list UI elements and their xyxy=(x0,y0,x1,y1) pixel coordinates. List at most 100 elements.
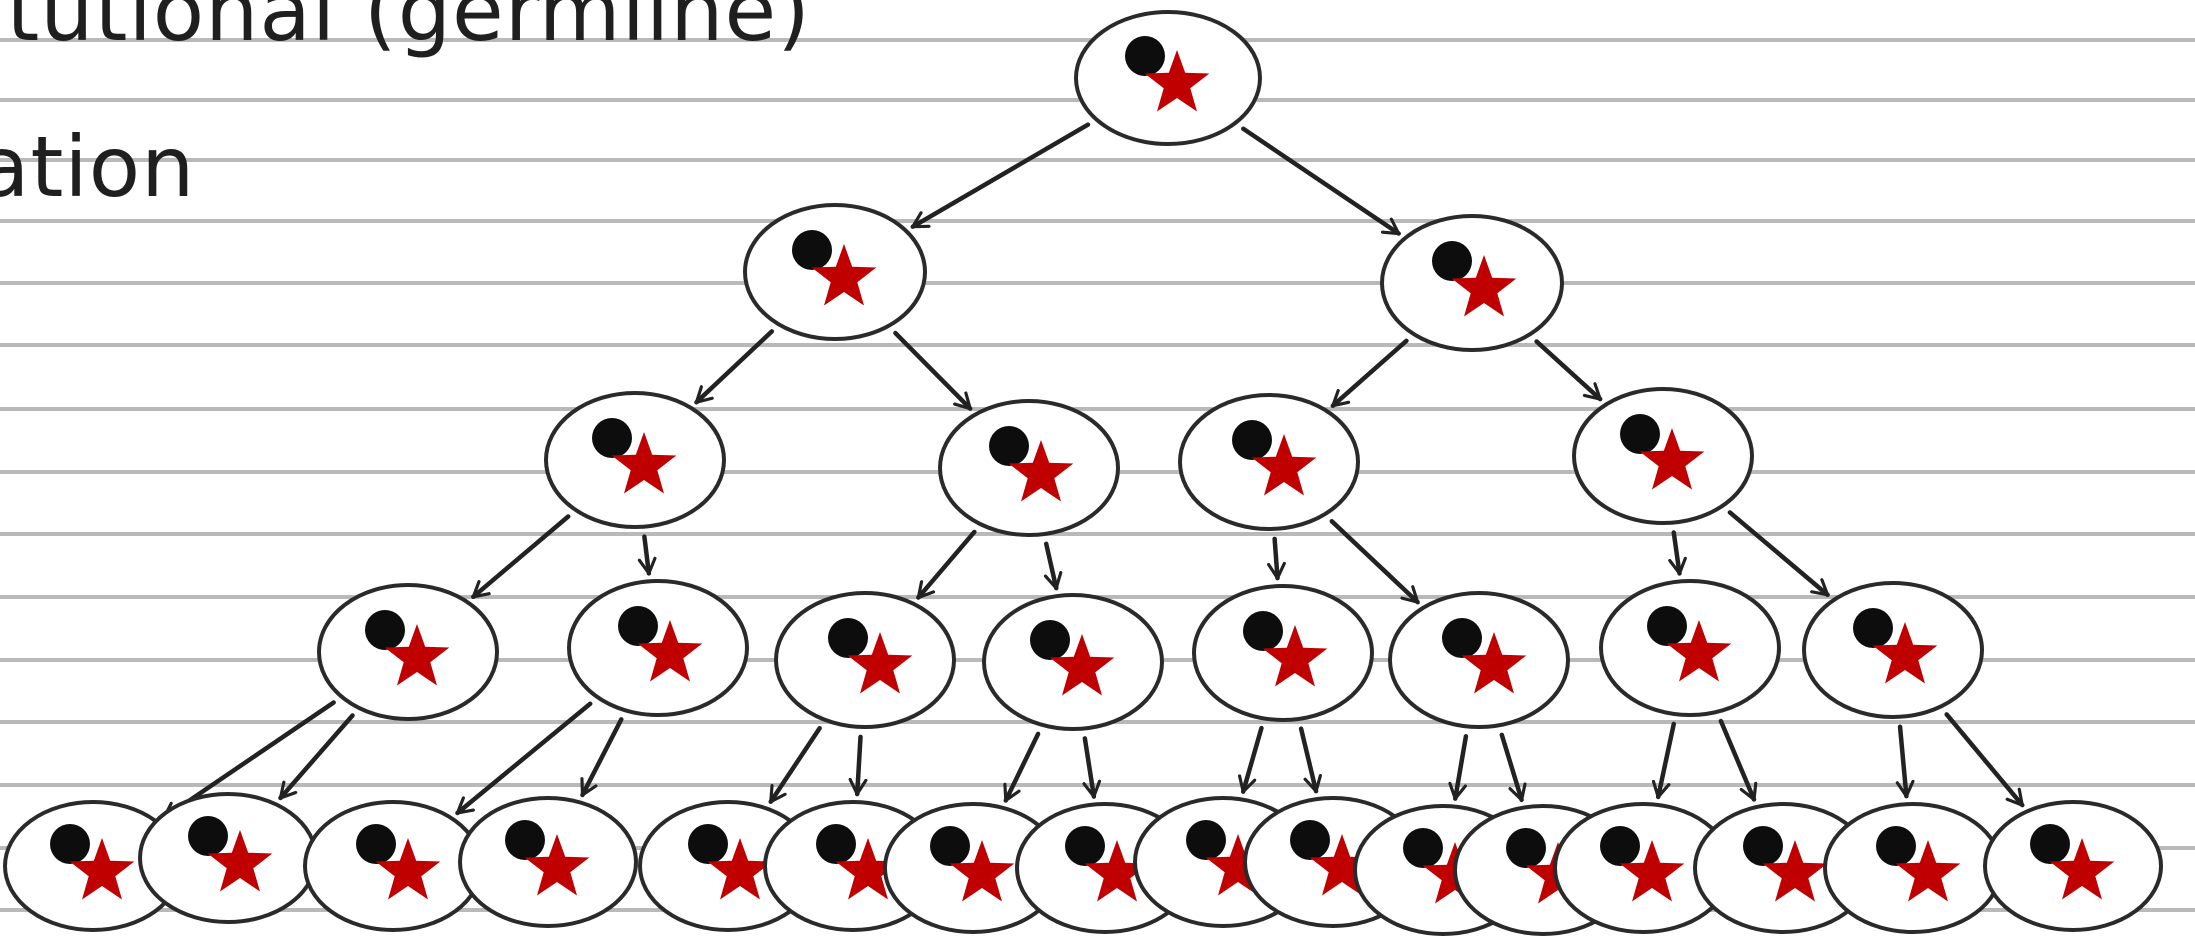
cell xyxy=(1693,802,1873,934)
division-arrow xyxy=(1082,736,1102,799)
chromosome-dot-icon xyxy=(1506,828,1546,868)
cell xyxy=(1380,214,1564,352)
division-arrow xyxy=(1448,734,1469,801)
chromosome-dot-icon xyxy=(930,826,970,866)
mutation-star-icon xyxy=(611,432,677,494)
division-arrow xyxy=(1241,126,1401,236)
chromosome-dot-icon xyxy=(989,426,1029,466)
cell xyxy=(774,591,956,729)
mutation-star-icon xyxy=(1205,834,1271,896)
mutation-star-icon xyxy=(2049,838,2115,900)
heading-line-2: ation xyxy=(0,118,196,216)
division-arrow xyxy=(910,122,1091,229)
chromosome-dot-icon xyxy=(1403,828,1443,868)
cell xyxy=(1192,584,1374,722)
division-arrow xyxy=(916,529,977,600)
division-arrow xyxy=(694,329,775,405)
mutation-star-icon xyxy=(1309,834,1375,896)
cell xyxy=(1178,393,1360,531)
chromosome-dot-icon xyxy=(2030,824,2070,864)
cell xyxy=(938,399,1120,537)
cell xyxy=(458,796,638,928)
chromosome-dot-icon xyxy=(688,824,728,864)
chromosome-dot-icon xyxy=(792,230,832,270)
division-arrow xyxy=(1668,530,1687,576)
mutation-star-icon xyxy=(1762,840,1828,902)
chromosome-dot-icon xyxy=(188,816,228,856)
mutation-star-icon xyxy=(69,838,135,900)
division-arrow xyxy=(893,330,973,411)
mutation-star-icon xyxy=(1639,428,1705,490)
cell xyxy=(982,593,1164,731)
division-arrow xyxy=(1651,721,1677,800)
division-arrow xyxy=(1237,725,1264,794)
division-arrow xyxy=(1329,518,1420,605)
cell xyxy=(1074,10,1262,146)
chromosome-dot-icon xyxy=(1065,826,1105,866)
chromosome-dot-icon xyxy=(365,610,405,650)
mutation-star-icon xyxy=(1084,840,1150,902)
cell xyxy=(1599,579,1781,717)
mutation-star-icon xyxy=(1251,434,1317,496)
chromosome-dot-icon xyxy=(50,824,90,864)
mutation-star-icon xyxy=(375,838,441,900)
division-arrow xyxy=(1003,731,1041,803)
cell xyxy=(303,800,483,932)
mutation-star-icon xyxy=(637,620,703,682)
cell xyxy=(1388,591,1570,729)
chromosome-dot-icon xyxy=(618,606,658,646)
mutation-star-icon xyxy=(1619,840,1685,902)
cell xyxy=(317,583,499,721)
cell xyxy=(1802,581,1984,719)
chromosome-dot-icon xyxy=(1125,36,1165,76)
mutation-star-icon xyxy=(1049,634,1115,696)
chromosome-dot-icon xyxy=(1030,620,1070,660)
cell xyxy=(544,391,726,529)
division-arrow xyxy=(471,514,571,600)
division-arrow xyxy=(1727,510,1830,598)
mutation-star-icon xyxy=(1262,625,1328,687)
chromosome-dot-icon xyxy=(1876,826,1916,866)
division-arrow xyxy=(580,717,624,798)
mutation-star-icon xyxy=(835,838,901,900)
cells xyxy=(3,10,2163,936)
chromosome-dot-icon xyxy=(1600,826,1640,866)
division-arrow xyxy=(1499,732,1527,803)
mutation-star-icon xyxy=(1666,620,1732,682)
division-arrow xyxy=(1534,339,1603,402)
chromosome-dot-icon xyxy=(592,418,632,458)
mutation-star-icon xyxy=(847,632,913,694)
division-arrow xyxy=(1895,724,1915,799)
cell xyxy=(743,203,927,341)
chromosome-dot-icon xyxy=(356,824,396,864)
mutation-star-icon xyxy=(949,840,1015,902)
cell xyxy=(138,792,318,924)
chromosome-dot-icon xyxy=(505,820,545,860)
heading-line-1: ıtutional (germline) xyxy=(0,0,811,60)
division-arrow xyxy=(768,725,822,804)
cell xyxy=(1572,387,1754,525)
cell xyxy=(1823,802,2003,934)
chromosome-dot-icon xyxy=(816,824,856,864)
division-arrow xyxy=(1043,541,1063,591)
chromosome-dot-icon xyxy=(1186,820,1226,860)
mutation-star-icon xyxy=(707,838,773,900)
division-arrow xyxy=(637,534,657,576)
chromosome-dot-icon xyxy=(1442,618,1482,658)
cell xyxy=(1983,800,2163,932)
division-arrow xyxy=(1298,726,1322,794)
division-arrow xyxy=(1718,718,1758,802)
chromosome-dot-icon xyxy=(1853,608,1893,648)
mutation-star-icon xyxy=(1461,632,1527,694)
division-arrow xyxy=(1267,536,1286,581)
mutation-star-icon xyxy=(207,830,273,892)
chromosome-dot-icon xyxy=(1432,241,1472,281)
division-arrow xyxy=(455,701,593,816)
chromosome-dot-icon xyxy=(1647,606,1687,646)
cell xyxy=(567,579,749,717)
mutation-star-icon xyxy=(811,244,877,306)
mutation-star-icon xyxy=(1872,622,1938,684)
mutation-star-icon xyxy=(524,834,590,896)
mutation-star-icon xyxy=(1144,50,1210,112)
